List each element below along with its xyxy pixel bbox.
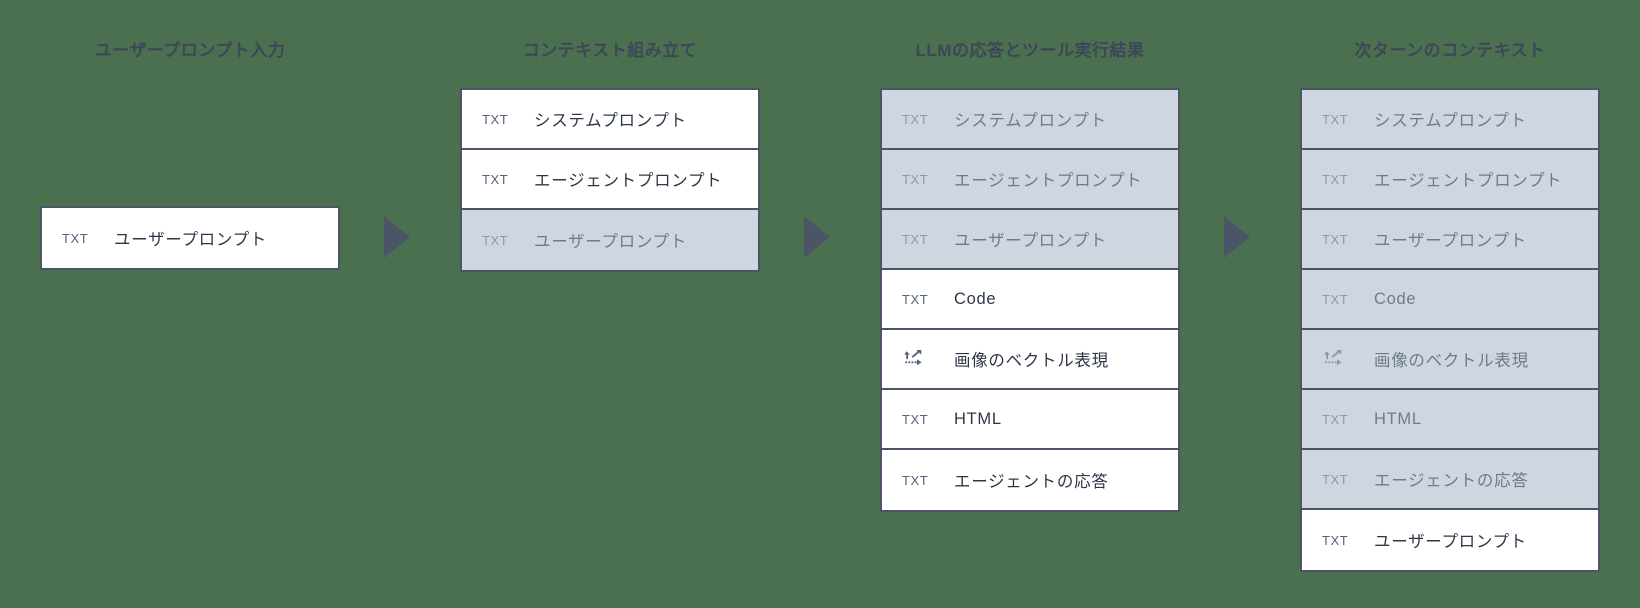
context-stack-column-1: TXT ユーザープロンプト bbox=[40, 206, 340, 270]
vector-arrows-icon bbox=[1322, 348, 1374, 370]
context-item-row[interactable]: TXT Code bbox=[882, 270, 1178, 330]
context-item-label: エージェントプロンプト bbox=[534, 172, 723, 190]
context-item-row[interactable]: TXT ユーザープロンプト bbox=[1302, 510, 1598, 570]
txt-icon: TXT bbox=[902, 171, 929, 187]
context-item-label: 画像のベクトル表現 bbox=[954, 352, 1109, 370]
txt-icon: TXT bbox=[1322, 411, 1349, 427]
txt-icon: TXT bbox=[902, 111, 929, 127]
context-item-label: ユーザープロンプト bbox=[954, 232, 1107, 250]
context-item-label: Code bbox=[1374, 289, 1417, 308]
context-item-row[interactable]: TXT ユーザープロンプト bbox=[882, 210, 1178, 270]
txt-icon: TXT bbox=[482, 171, 509, 187]
context-item-label: エージェントプロンプト bbox=[954, 172, 1143, 190]
column-title-context-assembly: コンテキスト組み立て bbox=[522, 41, 698, 60]
context-item-label: 画像のベクトル表現 bbox=[1374, 352, 1529, 370]
context-item-label: HTML bbox=[954, 409, 1002, 428]
txt-icon: TXT bbox=[1322, 532, 1349, 548]
context-item-row[interactable]: TXT ユーザープロンプト bbox=[1302, 210, 1598, 270]
context-item-row[interactable]: TXT エージェントの応答 bbox=[1302, 450, 1598, 510]
txt-icon: TXT bbox=[902, 231, 929, 247]
txt-icon: TXT bbox=[482, 111, 509, 127]
context-item-label: エージェントの応答 bbox=[1374, 472, 1529, 490]
context-item-row[interactable]: TXT システムプロンプト bbox=[462, 90, 758, 150]
context-item-label: エージェントの応答 bbox=[954, 473, 1109, 491]
context-item-label: ユーザープロンプト bbox=[114, 231, 267, 249]
context-item-row[interactable]: TXT ユーザープロンプト bbox=[42, 208, 338, 268]
context-item-row[interactable]: 画像のベクトル表現 bbox=[1302, 330, 1598, 390]
context-item-label: システムプロンプト bbox=[1374, 112, 1527, 130]
txt-icon: TXT bbox=[1322, 111, 1349, 127]
txt-icon: TXT bbox=[902, 411, 929, 427]
txt-icon: TXT bbox=[1322, 231, 1349, 247]
txt-icon: TXT bbox=[1322, 471, 1349, 487]
context-item-row[interactable]: TXT HTML bbox=[1302, 390, 1598, 450]
context-item-row[interactable]: TXT エージェントプロンプト bbox=[882, 150, 1178, 210]
context-item-label: エージェントプロンプト bbox=[1374, 172, 1563, 190]
arrow-step-2-to-3-icon bbox=[804, 216, 830, 258]
context-item-row[interactable]: TXT Code bbox=[1302, 270, 1598, 330]
txt-icon: TXT bbox=[902, 291, 929, 307]
context-item-row[interactable]: TXT HTML bbox=[882, 390, 1178, 450]
context-item-label: ユーザープロンプト bbox=[1374, 533, 1527, 551]
context-item-row[interactable]: 画像のベクトル表現 bbox=[882, 330, 1178, 390]
column-title-llm-response: LLMの応答とツール実行結果 bbox=[915, 41, 1145, 60]
context-item-label: システムプロンプト bbox=[534, 112, 687, 130]
context-item-row[interactable]: TXT ユーザープロンプト bbox=[462, 210, 758, 270]
txt-icon: TXT bbox=[62, 230, 89, 246]
arrow-step-1-to-2-icon bbox=[384, 216, 410, 258]
context-item-label: システムプロンプト bbox=[954, 112, 1107, 130]
txt-icon: TXT bbox=[902, 472, 929, 488]
vector-arrows-icon bbox=[902, 348, 954, 370]
context-item-label: Code bbox=[954, 289, 997, 308]
txt-icon: TXT bbox=[1322, 291, 1349, 307]
arrow-step-3-to-4-icon bbox=[1224, 216, 1250, 258]
context-item-row[interactable]: TXT システムプロンプト bbox=[882, 90, 1178, 150]
column-title-user-prompt-input: ユーザープロンプト入力 bbox=[94, 41, 286, 60]
context-item-row[interactable]: TXT エージェントの応答 bbox=[882, 450, 1178, 510]
context-item-row[interactable]: TXT エージェントプロンプト bbox=[462, 150, 758, 210]
context-stack-column-2: TXT システムプロンプト TXT エージェントプロンプト TXT ユーザープロンプト bbox=[460, 88, 760, 272]
context-item-row[interactable]: TXT システムプロンプト bbox=[1302, 90, 1598, 150]
txt-icon: TXT bbox=[1322, 171, 1349, 187]
context-item-label: ユーザープロンプト bbox=[534, 233, 687, 251]
txt-icon: TXT bbox=[482, 232, 509, 248]
context-item-label: HTML bbox=[1374, 409, 1422, 428]
context-item-row[interactable]: TXT エージェントプロンプト bbox=[1302, 150, 1598, 210]
context-item-label: ユーザープロンプト bbox=[1374, 232, 1527, 250]
column-title-next-turn-context: 次ターンのコンテキスト bbox=[1354, 41, 1546, 60]
